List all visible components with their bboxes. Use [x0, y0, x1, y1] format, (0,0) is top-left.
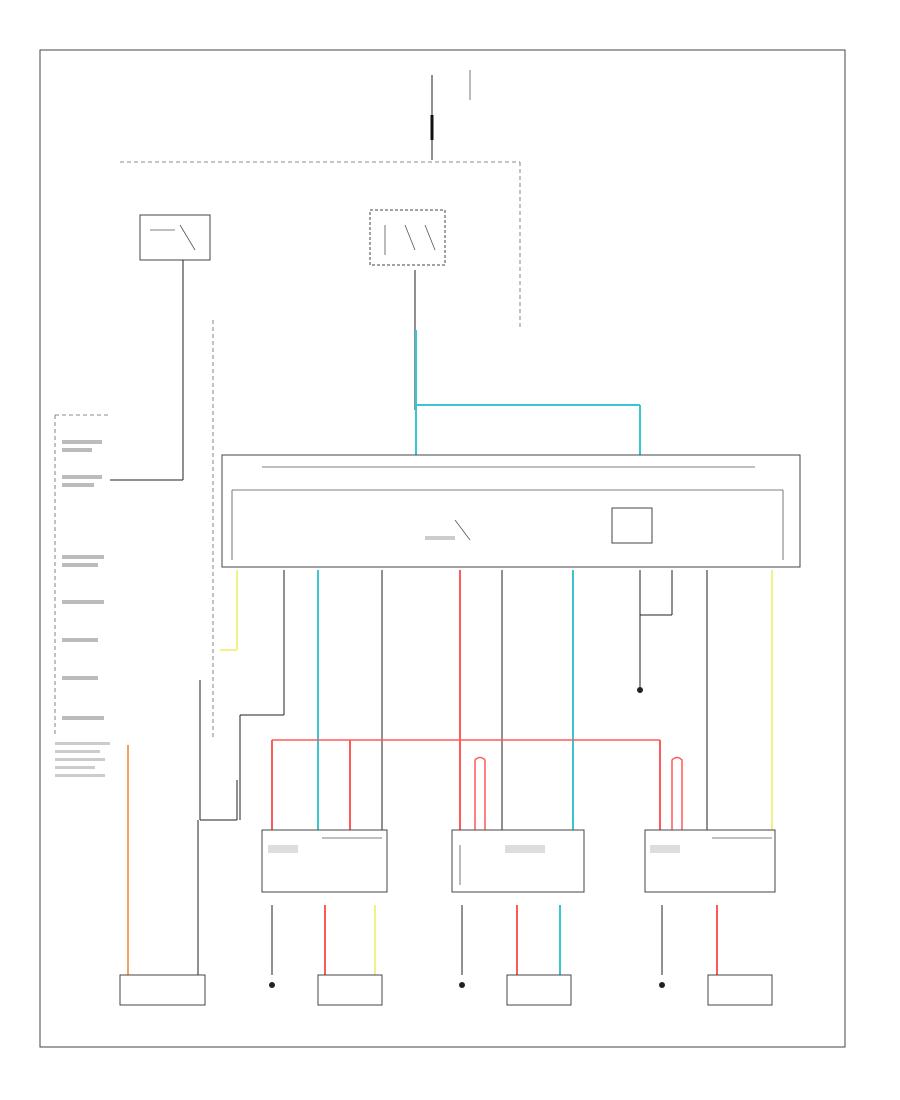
rf-window-motor — [317, 974, 383, 1006]
rr-window-switch — [644, 829, 776, 893]
battery-saver-relay — [110, 214, 211, 481]
master-window-switch — [221, 454, 801, 568]
yellow-wires — [374, 570, 773, 975]
cyan-wires — [317, 570, 574, 975]
red-wires — [271, 570, 718, 975]
top-power-source — [120, 70, 521, 330]
diagram-frame — [39, 49, 846, 1048]
accessory-delay-relay — [369, 209, 446, 410]
rr-window-motor — [707, 974, 773, 1006]
left-terminal-legend — [54, 414, 110, 777]
cyan-feed-wires — [415, 330, 641, 455]
black-wires — [381, 570, 708, 830]
left-outputs — [127, 320, 285, 975]
lf-window-motor — [119, 974, 206, 1006]
ground-symbols — [269, 687, 665, 988]
rf-window-switch — [261, 829, 388, 893]
lr-window-switch — [451, 829, 585, 893]
lower-drops — [271, 905, 663, 975]
lr-window-motor — [506, 974, 572, 1006]
